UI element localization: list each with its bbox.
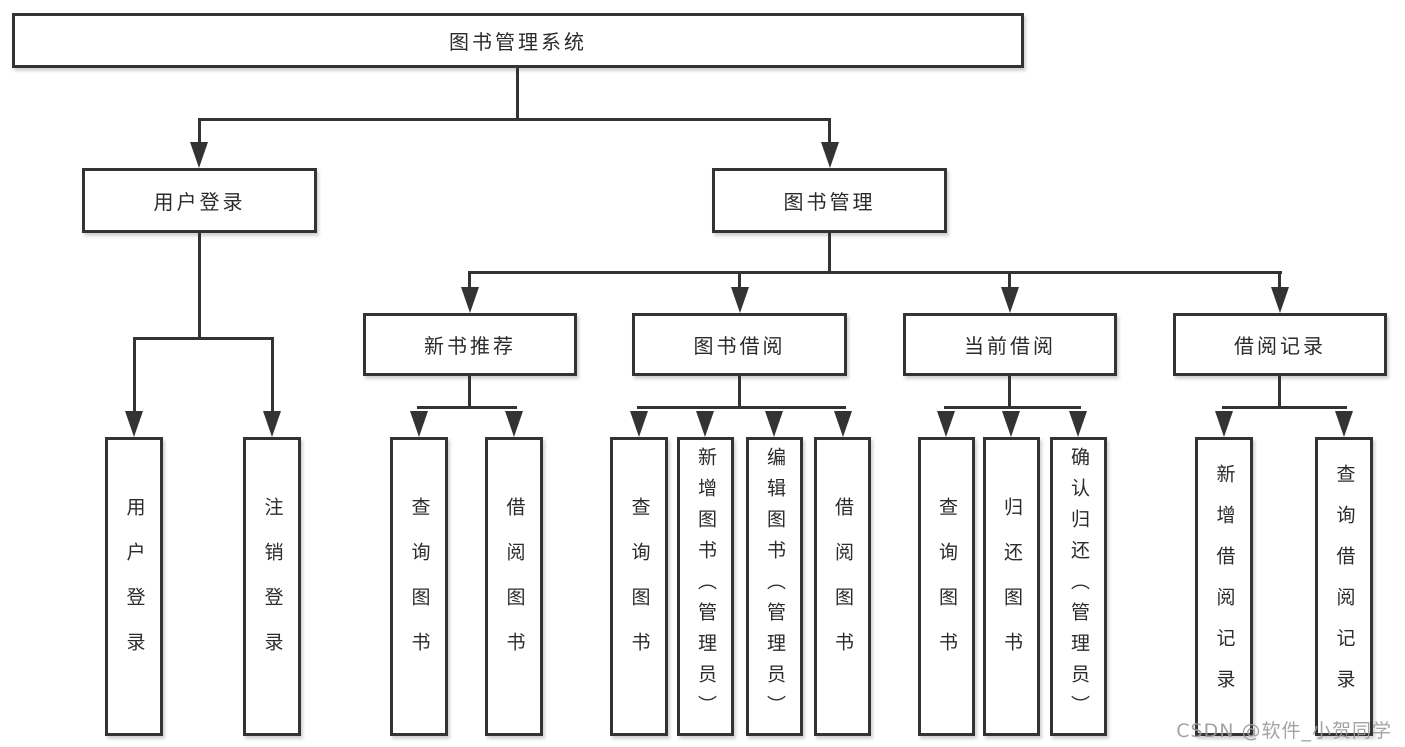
leaf-confirm-return-admin-label: 确认归还（管理员） — [1068, 447, 1090, 726]
connector-line — [133, 337, 136, 412]
leaf-return-books-label: 归还图书 — [1001, 496, 1023, 677]
connector-arrowhead — [505, 411, 523, 437]
connector-arrowhead — [1335, 411, 1353, 437]
connector-arrowhead — [190, 142, 208, 168]
connector-line — [738, 272, 741, 288]
leaf-borrow-books-1-label: 借阅图书 — [503, 496, 526, 677]
connector-line — [198, 118, 201, 143]
leaf-logout-label: 注销登录 — [261, 496, 284, 677]
connector-line — [1278, 376, 1281, 409]
connector-line — [198, 118, 831, 121]
node-borrow-records: 借阅记录 — [1173, 313, 1387, 376]
leaf-add-borrow-record: 新增借阅记录 — [1195, 437, 1253, 736]
node-book-management-label: 图书管理 — [783, 190, 876, 214]
connector-line — [1008, 376, 1011, 409]
connector-arrowhead — [834, 411, 852, 437]
node-user-login: 用户登录 — [82, 168, 317, 233]
connector-arrowhead — [263, 411, 281, 437]
leaf-query-borrow-record: 查询借阅记录 — [1315, 437, 1373, 736]
connector-line — [1222, 406, 1347, 409]
connector-arrowhead — [1215, 411, 1233, 437]
connector-line — [828, 118, 831, 143]
leaf-query-books-3: 查询图书 — [918, 437, 975, 736]
leaf-add-borrow-record-label: 新增借阅记录 — [1213, 463, 1236, 710]
connector-arrowhead — [1271, 287, 1289, 313]
connector-arrowhead — [1002, 411, 1020, 437]
connector-arrowhead — [1069, 411, 1087, 437]
node-root: 图书管理系统 — [12, 13, 1024, 68]
connector-line — [198, 233, 201, 338]
leaf-query-borrow-record-label: 查询借阅记录 — [1333, 463, 1356, 710]
leaf-borrow-books-2-label: 借阅图书 — [832, 496, 854, 677]
connector-arrowhead — [731, 287, 749, 313]
connector-arrowhead — [125, 411, 143, 437]
csdn-watermark: CSDN @软件_小贺同学 — [1176, 720, 1392, 742]
connector-line — [637, 406, 846, 409]
leaf-edit-book-admin: 编辑图书（管理员） — [746, 437, 803, 736]
leaf-user-login: 用户登录 — [105, 437, 163, 736]
connector-arrowhead — [696, 411, 714, 437]
node-current-borrow: 当前借阅 — [903, 313, 1117, 376]
connector-line — [417, 406, 517, 409]
leaf-add-book-admin: 新增图书（管理员） — [677, 437, 734, 736]
leaf-logout: 注销登录 — [243, 437, 301, 736]
leaf-query-books-3-label: 查询图书 — [936, 496, 958, 677]
connector-line — [468, 271, 1282, 274]
node-new-book-recommend-label: 新书推荐 — [424, 334, 516, 358]
connector-line — [738, 376, 741, 409]
leaf-edit-book-admin-label: 编辑图书（管理员） — [764, 447, 786, 726]
connector-arrowhead — [630, 411, 648, 437]
leaf-add-book-admin-label: 新增图书（管理员） — [695, 447, 717, 726]
connector-arrowhead — [765, 411, 783, 437]
connector-line — [468, 376, 471, 409]
connector-arrowhead — [410, 411, 428, 437]
leaf-query-books-1-label: 查询图书 — [408, 496, 431, 677]
connector-arrowhead — [461, 287, 479, 313]
connector-line — [828, 233, 831, 274]
leaf-return-books: 归还图书 — [983, 437, 1040, 736]
node-book-borrow: 图书借阅 — [632, 313, 847, 376]
node-borrow-records-label: 借阅记录 — [1234, 334, 1326, 358]
connector-line — [1278, 272, 1281, 288]
leaf-borrow-books-2: 借阅图书 — [814, 437, 871, 736]
connector-line — [516, 68, 519, 118]
connector-arrowhead — [1001, 287, 1019, 313]
leaf-user-login-label: 用户登录 — [123, 496, 146, 677]
connector-line — [468, 272, 471, 288]
leaf-query-books-2-label: 查询图书 — [628, 496, 651, 677]
connector-line — [1008, 272, 1011, 288]
connector-line — [133, 337, 274, 340]
connector-line — [944, 406, 1081, 409]
connector-line — [271, 337, 274, 412]
node-book-borrow-label: 图书借阅 — [693, 334, 786, 358]
leaf-query-books-1: 查询图书 — [390, 437, 448, 736]
node-user-login-label: 用户登录 — [153, 190, 246, 214]
node-new-book-recommend: 新书推荐 — [363, 313, 577, 376]
leaf-query-books-2: 查询图书 — [610, 437, 668, 736]
leaf-confirm-return-admin: 确认归还（管理员） — [1050, 437, 1107, 736]
node-current-borrow-label: 当前借阅 — [964, 334, 1056, 358]
node-book-management: 图书管理 — [712, 168, 947, 233]
connector-arrowhead — [937, 411, 955, 437]
connector-arrowhead — [821, 142, 839, 168]
node-root-label: 图书管理系统 — [449, 30, 587, 54]
leaf-borrow-books-1: 借阅图书 — [485, 437, 543, 736]
